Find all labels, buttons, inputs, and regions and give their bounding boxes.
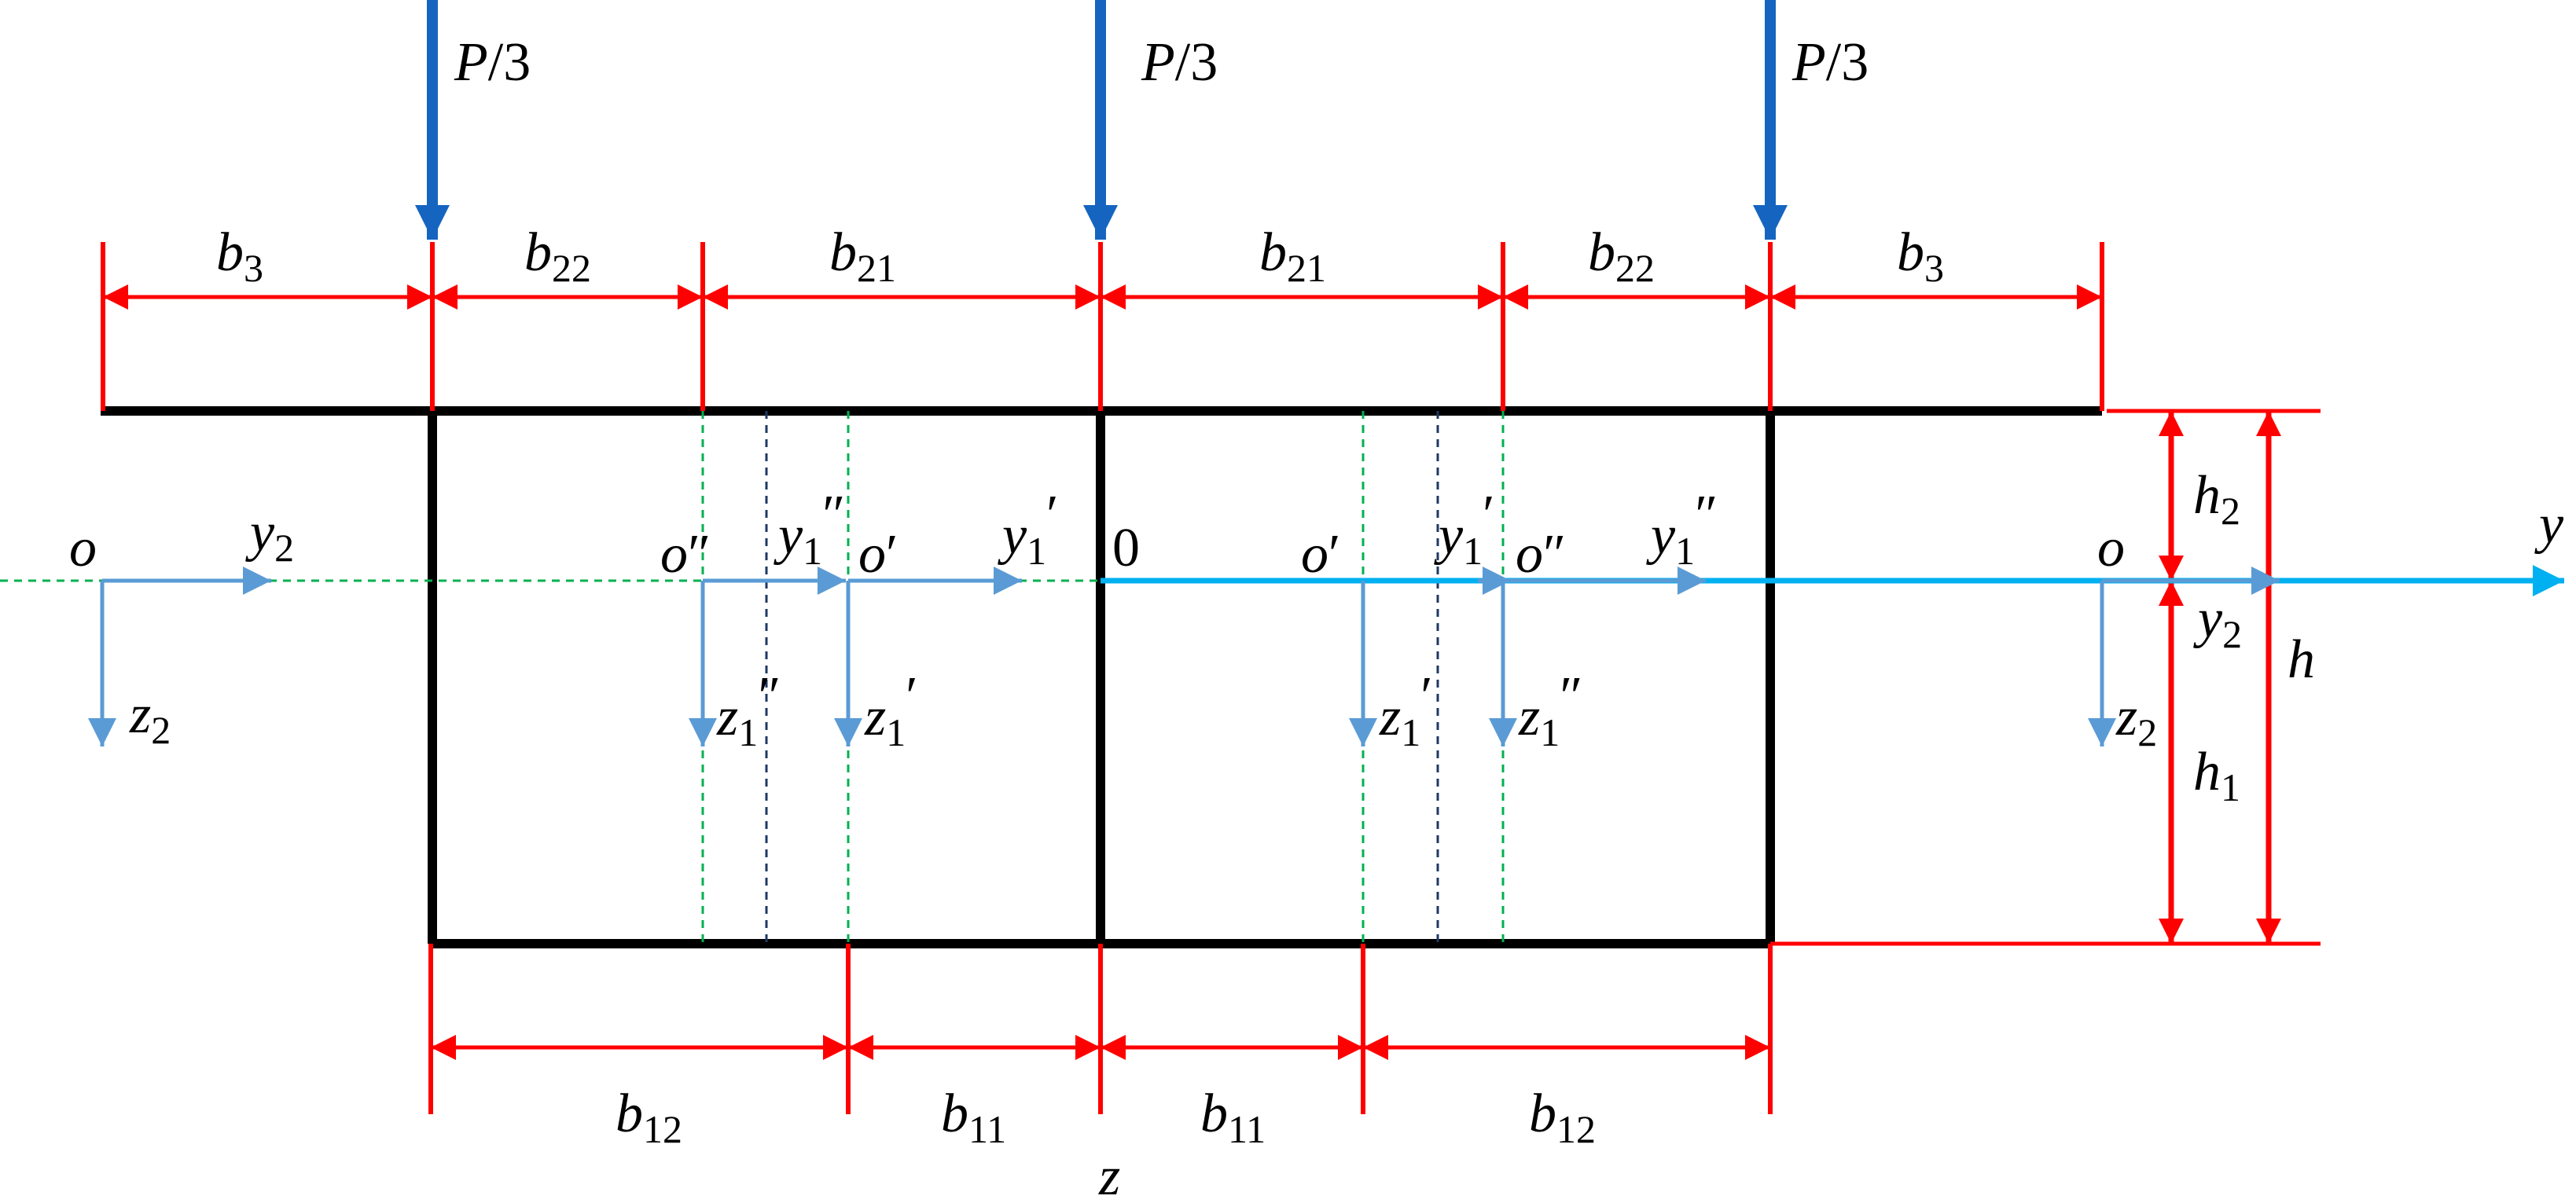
o-dd-right-label: o″ — [1516, 524, 1566, 585]
main-z-label: z — [1098, 1146, 1120, 1203]
top-dim-label-2: b22 — [524, 222, 591, 290]
y1-dd-right-label: y1″ — [1646, 485, 1718, 573]
z1-d-right-label: z1′ — [1379, 666, 1433, 754]
bottom-dim-label-4: b12 — [1529, 1084, 1596, 1151]
right-dim-label-h2: h2 — [2193, 465, 2240, 533]
y2-left-label: y2 — [245, 502, 294, 570]
right-dim-label-h1: h1 — [2193, 742, 2240, 809]
origin-label: 0 — [1112, 518, 1140, 578]
z1-dd-left-label: z1″ — [716, 666, 781, 754]
right-dim-label-h: h — [2288, 629, 2315, 690]
z2-right-label: z2 — [2115, 687, 2157, 754]
main-y-label: y — [2534, 494, 2564, 555]
guide-lines — [0, 411, 1505, 944]
top-dim-label-3: b21 — [829, 222, 896, 290]
dimension-lines — [101, 242, 2321, 1114]
load-arrows — [415, 0, 1788, 240]
o-dd-left-label: o″ — [660, 524, 711, 585]
z1-d-left-label: z1′ — [864, 666, 918, 754]
o-right-label: o — [2097, 518, 2125, 578]
y2-right-label: y2 — [2193, 589, 2242, 656]
o-d-right-label: o′ — [1301, 524, 1340, 585]
local-axes — [88, 567, 2280, 746]
z1-dd-right-label: z1″ — [1518, 666, 1582, 754]
bottom-dim-label-2: b11 — [941, 1084, 1006, 1151]
top-dim-label-1: b3 — [216, 222, 263, 290]
top-dim-label-5: b22 — [1588, 222, 1655, 290]
y1-dd-left-label: y1″ — [774, 485, 845, 573]
y1-d-right-label: y1′ — [1434, 485, 1494, 573]
top-dim-label-4: b21 — [1259, 222, 1326, 290]
bottom-dim-label-1: b12 — [616, 1084, 682, 1151]
load-label-middle: P/3 — [1141, 32, 1218, 93]
o-left-label: o — [69, 518, 97, 578]
load-label-left: P/3 — [454, 32, 531, 93]
cross-section — [101, 406, 2102, 948]
bottom-dim-label-3: b11 — [1200, 1084, 1266, 1151]
top-dim-label-6: b3 — [1897, 222, 1944, 290]
z2-left-label: z2 — [129, 684, 171, 752]
o-d-left-label: o′ — [858, 524, 898, 585]
y1-d-left-label: y1′ — [998, 485, 1058, 573]
load-label-right: P/3 — [1791, 32, 1869, 93]
